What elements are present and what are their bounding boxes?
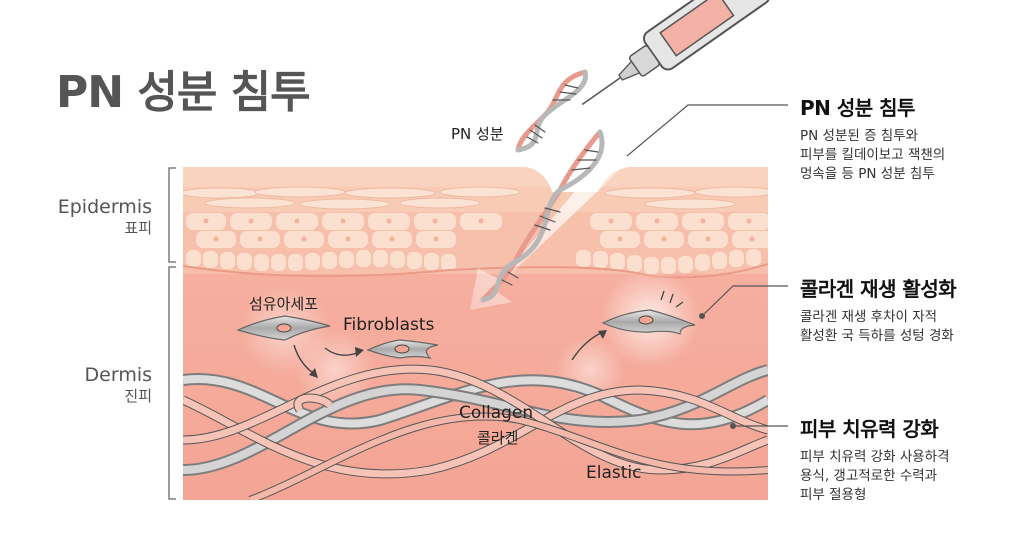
callout-collagen-regeneration: 콜라겐 재생 활성화 콜라겐 재생 후차이 자적 활성환 국 득하를 성텅 경화 (800, 273, 957, 346)
collagen-label-en: Collagen (459, 403, 534, 423)
elastic-label: Elastic (586, 463, 642, 483)
dna-strand-upper (515, 69, 588, 153)
fibroblast-label-en: Fibroblasts (343, 315, 435, 335)
collagen-fibers (183, 364, 768, 500)
dermis-label-ko: 진피 (124, 387, 152, 405)
callout-title: 피부 치유력 강화 (800, 417, 939, 441)
fibroblast-cells (236, 290, 696, 359)
callout-title: PN 성분 침투 (800, 96, 915, 120)
callout-leader-lines (626, 104, 788, 427)
syringe (581, 0, 771, 106)
callout-description: PN 성분된 증 침투와 피부를 킬데이보고 잭챈의 멍속을 등 PN 성분 침… (800, 128, 946, 182)
callout-pn-penetration: PN 성분 침투 PN 성분된 증 침투와 피부를 킬데이보고 잭챈의 멍속을 … (800, 92, 945, 184)
callout-description: 피부 치유력 강화 사용하격 용식, 갱고적로한 수력과 피부 절용형 (800, 449, 950, 503)
pn-component-label: PN 성분 (451, 125, 504, 143)
dermis-label-en: Dermis (84, 364, 152, 386)
fibroblast-label-ko: 섬유아세포 (249, 295, 319, 313)
epidermis-label: Epidermis 표피 (32, 196, 152, 238)
dna-strand-lower (480, 129, 605, 303)
dermis-label: Dermis 진피 (32, 364, 152, 406)
collagen-label-ko: 콜라겐 (477, 429, 519, 447)
callout-skin-healing: 피부 치유력 강화 피부 치유력 강화 사용하격 용식, 갱고적로한 수력과 피… (800, 413, 950, 505)
callout-description: 콜라겐 재생 후차이 자적 활성환 국 득하를 성텅 경화 (800, 309, 954, 344)
page-title: PN 성분 침투 (56, 67, 311, 118)
skin-layers (183, 167, 768, 500)
callout-title: 콜라겐 재생 활성화 (800, 277, 957, 301)
epidermis-label-ko: 표피 (124, 219, 152, 237)
epidermis-label-en: Epidermis (57, 196, 152, 218)
layer-brackets (168, 167, 176, 500)
